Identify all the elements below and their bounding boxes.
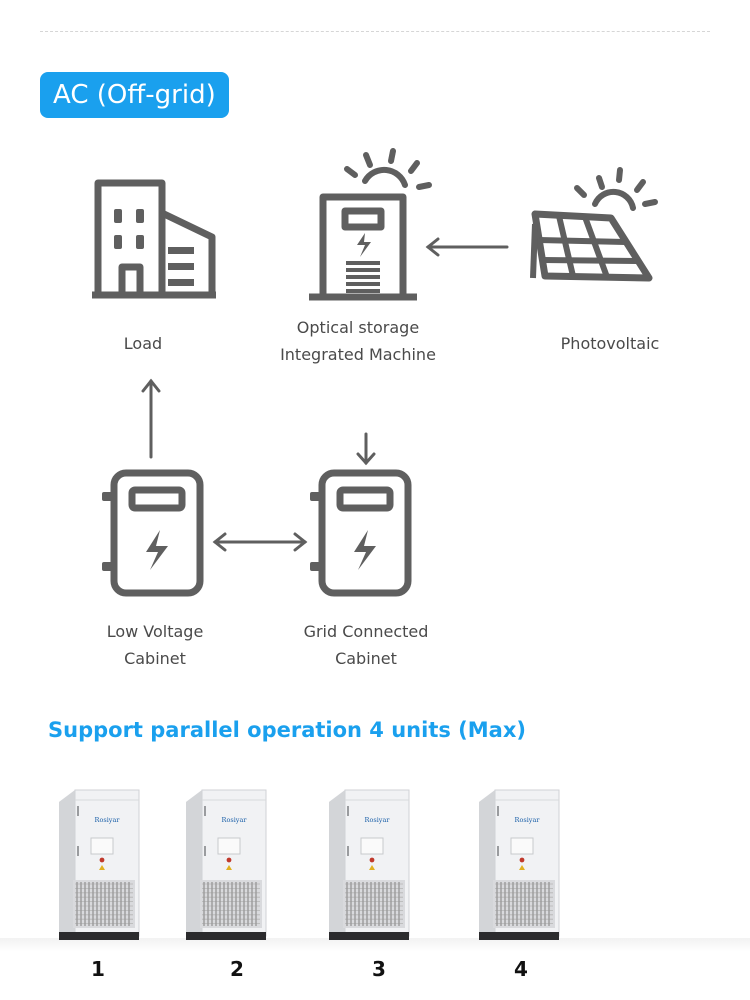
solar-panel-icon (530, 167, 658, 282)
top-divider (40, 31, 710, 32)
storage-label-line1: Optical storage (296, 318, 420, 337)
cabinet-illustration: Rosiyar (59, 789, 140, 940)
grid-label: Grid Connected Cabinet (286, 618, 446, 672)
cabinet-brand-logo: Rosiyar (95, 816, 121, 824)
arrow-lv-to-load (141, 378, 161, 459)
arrow-bidirectional (212, 532, 308, 552)
floor-shadow (0, 938, 750, 952)
unit-number: 2 (230, 957, 244, 981)
unit-number: 3 (372, 957, 386, 981)
pv-label: Photovoltaic (540, 330, 680, 357)
pv-label-text: Photovoltaic (560, 334, 660, 353)
lv-label-line1: Low Voltage (106, 622, 204, 641)
electrical-cabinet-icon (310, 469, 412, 597)
cabinet-brand-logo: Rosiyar (222, 816, 248, 824)
load-label: Load (103, 330, 183, 357)
grid-label-line1: Grid Connected (303, 622, 429, 641)
cabinet-brand-logo: Rosiyar (515, 816, 541, 824)
grid-label-line2: Cabinet (335, 649, 397, 668)
load-label-text: Load (123, 334, 163, 353)
cabinet-brand-logo: Rosiyar (365, 816, 391, 824)
lv-label-line2: Cabinet (124, 649, 186, 668)
parallel-title: Support parallel operation 4 units (Max) (48, 718, 526, 742)
energy-storage-cabinet: Rosiyar (55, 786, 143, 946)
unit-number: 4 (514, 957, 528, 981)
cabinet-illustration: Rosiyar (186, 789, 267, 940)
electrical-cabinet-icon (102, 469, 204, 597)
arrow-into-grid-cabinet (356, 432, 376, 466)
storage-label-line2: Integrated Machine (280, 345, 436, 364)
unit-number: 1 (91, 957, 105, 981)
building-icon (92, 179, 216, 299)
energy-storage-cabinet: Rosiyar (475, 786, 563, 946)
energy-storage-cabinet: Rosiyar (325, 786, 413, 946)
arrow-pv-to-storage (425, 237, 509, 257)
section-badge: AC (Off-grid) (40, 72, 229, 118)
lv-label: Low Voltage Cabinet (80, 618, 230, 672)
storage-label: Optical storage Integrated Machine (258, 314, 458, 368)
storage-machine-icon (309, 148, 432, 301)
energy-storage-cabinet: Rosiyar (182, 786, 270, 946)
cabinet-illustration: Rosiyar (479, 789, 560, 940)
cabinet-illustration: Rosiyar (329, 789, 410, 940)
